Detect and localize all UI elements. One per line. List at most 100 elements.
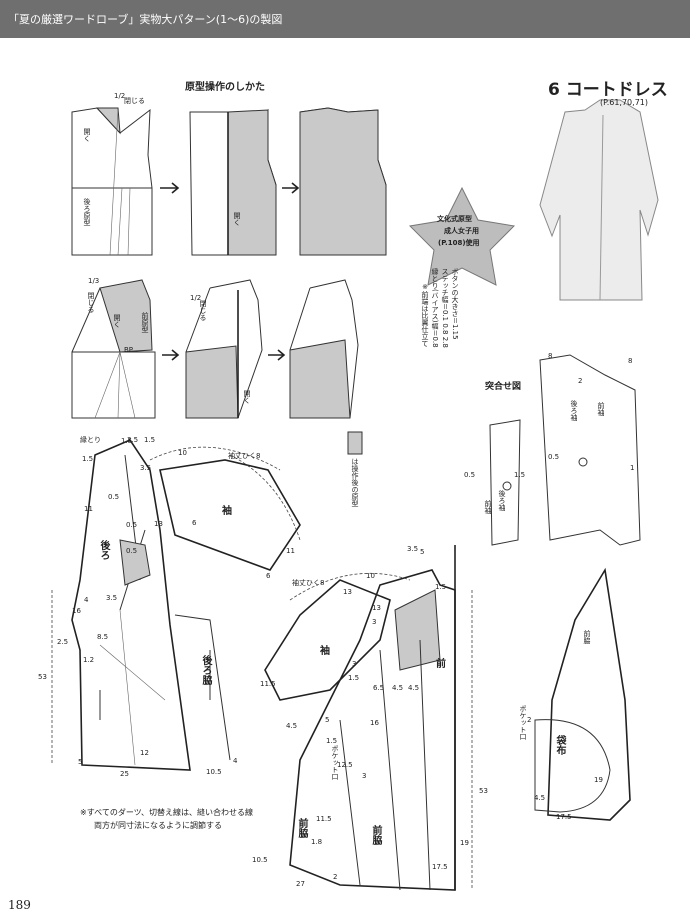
- footnote-line2: 両方が同寸法になるように調節する: [94, 821, 222, 830]
- label-open-1: 開く: [83, 128, 91, 142]
- dim-12: 6: [192, 519, 197, 527]
- page-refs: (P.61,70,71): [600, 98, 648, 107]
- header-title: 「夏の厳選ワードローブ」実物大パターン(1〜6)の製図: [8, 13, 283, 26]
- dim-62: 2: [578, 377, 583, 385]
- pattern-title: 6 コートドレス: [548, 80, 668, 100]
- label-back-sleeve-2: 後ろ袖: [498, 490, 506, 511]
- label-open-3: 開く: [243, 390, 251, 404]
- label-bp: BP: [124, 346, 134, 354]
- dim-52: 19: [594, 776, 603, 784]
- dim-18: 1.2: [83, 656, 95, 664]
- dim-15: 16: [72, 607, 81, 615]
- dim-59: 8: [548, 352, 553, 360]
- dim-44: 11.5: [316, 815, 332, 823]
- page-header: 「夏の厳選ワードローブ」実物大パターン(1〜6)の製図: [0, 0, 690, 38]
- front-block-step1: [71, 279, 156, 419]
- dim-36: 3: [352, 660, 357, 668]
- label-sleeve-2: 袖: [320, 646, 330, 657]
- dim-29: 3.5: [407, 545, 419, 553]
- dim-14: 6: [266, 572, 271, 580]
- frac-half-1: 1/2: [114, 92, 126, 100]
- dim-26: 13: [343, 588, 352, 596]
- dim-55: 2: [527, 716, 532, 724]
- label-front-side-1: 前脇: [370, 825, 381, 845]
- front-side-pattern: [534, 567, 631, 821]
- assembly-label: 突合せ図: [485, 382, 522, 392]
- dim-32: 16: [370, 719, 379, 727]
- badge-line3: (P.108)使用: [438, 239, 480, 247]
- legend-text: は操作後の原型: [351, 458, 359, 507]
- dim-37: 1.5: [348, 674, 360, 682]
- dim-35: 4.5: [408, 684, 420, 692]
- dim-42: 12.5: [337, 761, 353, 769]
- arrow-4: [268, 349, 286, 361]
- dim-2: 3.5: [127, 436, 139, 444]
- dim-49: 17.5: [432, 863, 448, 871]
- dim-56: 0.5: [464, 471, 476, 479]
- dim-46: 10.5: [252, 856, 268, 864]
- dim-58: 0.5: [548, 453, 560, 461]
- sleeve-pattern: [149, 446, 301, 571]
- sleeve-assembly: [489, 354, 641, 546]
- frac-half-2: 1/2: [190, 294, 202, 302]
- dim-6: 10: [178, 449, 187, 457]
- dim-25: 5: [420, 548, 425, 556]
- dress-photo: [539, 99, 659, 301]
- section-title: 原型操作のしかた: [185, 82, 265, 93]
- dim-22: 25: [120, 770, 129, 778]
- dim-9: 0.5: [126, 521, 138, 529]
- dim-57: 1.5: [514, 471, 526, 479]
- badge-line1: 文化式原型: [437, 215, 472, 223]
- dim-16: 8.5: [97, 633, 109, 641]
- arrow-3: [162, 349, 180, 361]
- dim-31: 3: [372, 618, 377, 626]
- back-pattern: [51, 439, 231, 771]
- dim-5: 3.5: [140, 464, 152, 472]
- badge-line2: 成人女子用: [444, 227, 479, 235]
- label-front-sleeve-2: 前袖: [484, 500, 492, 514]
- dim-45: 1.8: [311, 838, 323, 846]
- label-open-4: 開く: [113, 314, 121, 328]
- dim-54: 4.5: [534, 794, 546, 802]
- dim-24: 4: [233, 757, 238, 765]
- note-bias: 縁とり(バイアス)幅＝0.8: [431, 268, 439, 348]
- dim-34: 4.5: [392, 684, 404, 692]
- label-front-side-b: 前脇: [583, 630, 591, 644]
- back-block-step2: [189, 108, 277, 256]
- label-bag: 袋布: [554, 735, 565, 755]
- front-block-step2: [185, 279, 263, 419]
- dim-60: 8: [628, 357, 633, 365]
- label-pocket-2: ポケット口: [519, 705, 527, 740]
- label-pocket: ポケット口: [331, 745, 339, 780]
- label-edge: 縁とり: [80, 436, 101, 444]
- note-button: ボタンの大きさ＝1.15: [451, 268, 459, 340]
- dim-38: 11.5: [260, 680, 276, 688]
- dim-4: 1.5: [82, 455, 94, 463]
- dim-19: 53: [38, 673, 47, 681]
- note-stitch: ステッチ幅＝0.1 0.8 2.8: [441, 268, 449, 348]
- footnote-line1: ※すべてのダーツ、切替え線は、縫い合わせる線: [80, 808, 254, 817]
- label-back-sleeve: 後ろ袖: [570, 400, 578, 421]
- dim-53: 17.5: [556, 813, 572, 821]
- dim-11: 0.5: [126, 547, 138, 555]
- dim-13: 11: [286, 547, 295, 555]
- star-badge-shape: [408, 186, 516, 286]
- dim-1: 1.5: [121, 437, 133, 445]
- arrow-2: [282, 182, 300, 194]
- dim-8: 11: [84, 505, 93, 513]
- dim-21: 5: [78, 758, 83, 766]
- label-close-2: 閉じる: [87, 292, 95, 313]
- dim-64: 4: [84, 596, 89, 604]
- label-front-block: 前原型: [141, 312, 149, 333]
- dim-40: 5: [325, 716, 330, 724]
- dim-23: 10.5: [206, 768, 222, 776]
- frac-third: 1/3: [88, 277, 100, 285]
- dim-43: 3: [362, 772, 367, 780]
- dim-27: 13: [372, 604, 381, 612]
- front-block-step3: [289, 279, 359, 419]
- dim-50: 19: [460, 839, 469, 847]
- dim-28: 10: [366, 572, 375, 580]
- dim-61: 1: [630, 464, 635, 472]
- legend-swatch: [347, 431, 363, 455]
